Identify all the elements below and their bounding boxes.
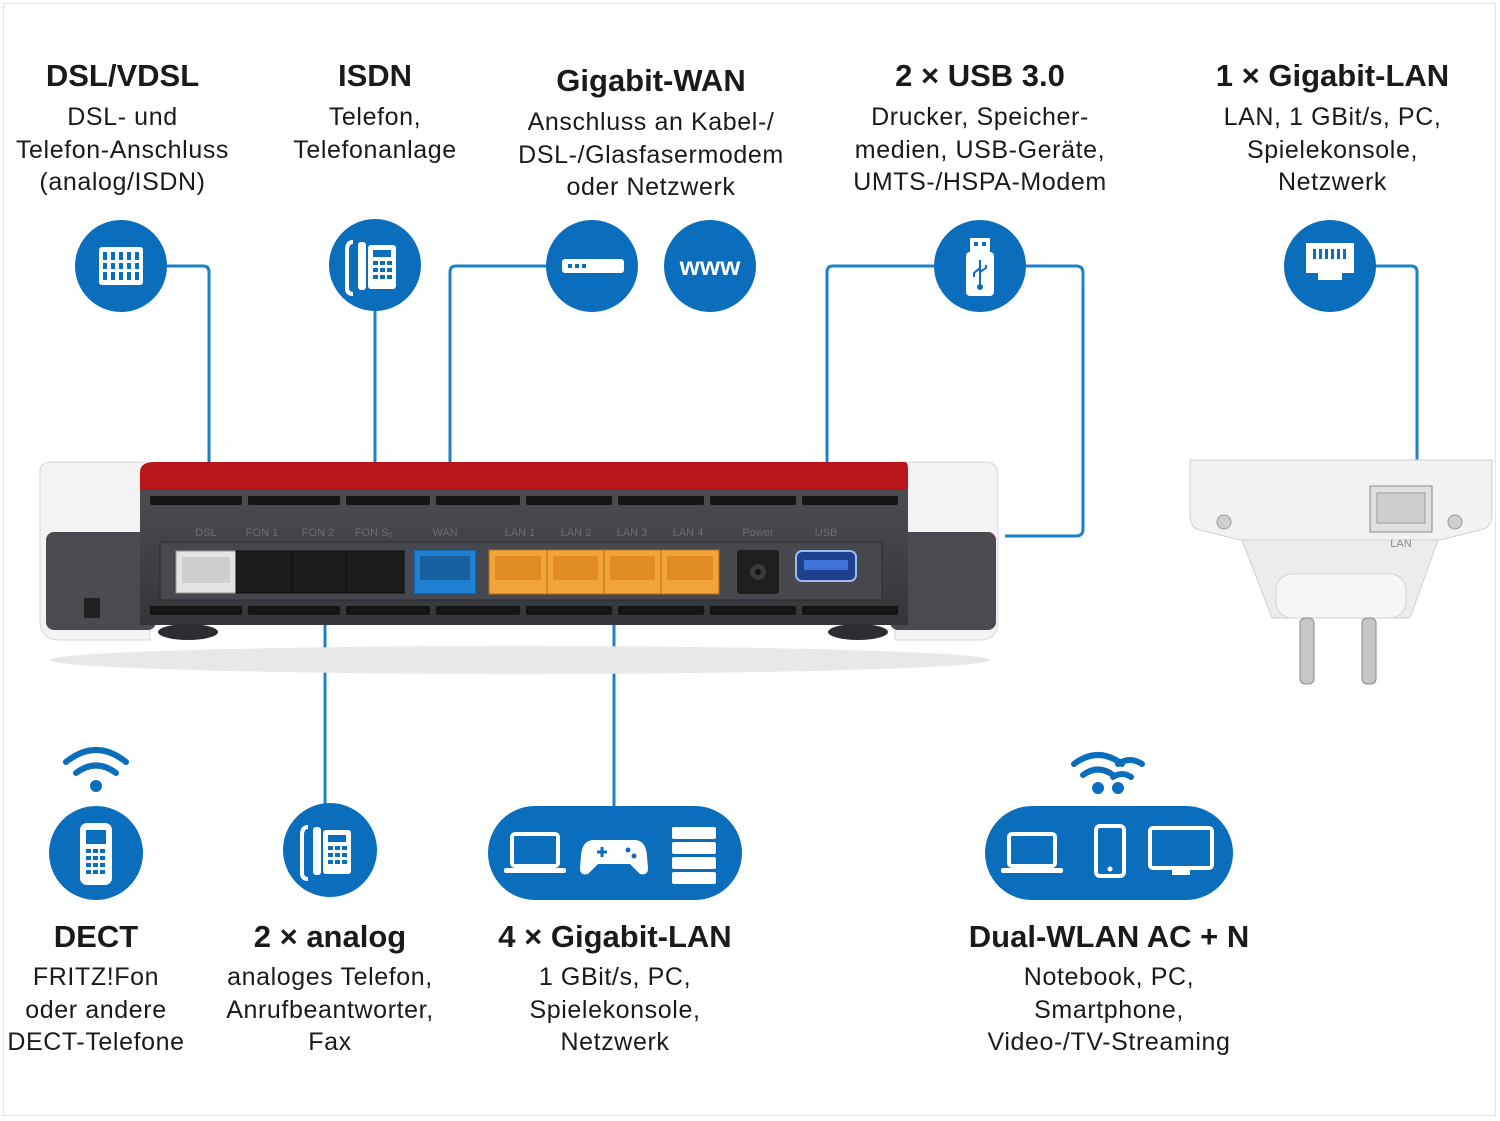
wlan-desc-line: Video-/TV-Streaming [987,1028,1231,1056]
lan-desc-line: 1 GBit/s, PC, [538,963,692,991]
repeater-lan-desc-line: LAN, 1 GBit/s, PC, [1223,103,1442,131]
wan-desc-line: oder Netzwerk [566,173,736,201]
dsl-desc-line: (analog/ISDN) [39,168,206,196]
dsl-title: DSL/VDSL [45,58,200,93]
modem-icon [546,220,638,312]
smartphone-icon [1094,824,1126,878]
fon-ports [235,550,405,594]
power-port [737,550,779,594]
server-icon [672,827,716,884]
repeater-lan-description: LAN, 1 GBit/s, PC, Spielekonsole, Netzwe… [1200,101,1465,199]
wan-desc-line: Anschluss an Kabel-/ [527,108,775,136]
router-port-label: USB [815,527,838,539]
line-usb-right [1005,264,1085,538]
repeater-device: LAN [1189,459,1493,685]
analog-desc-line: analoges Telefon, [227,963,433,991]
wan-title: Gigabit-WAN [556,63,746,98]
repeater-lan-block: 1 × Gigabit-LAN LAN, 1 GBit/s, PC, Spiel… [1200,58,1465,199]
laptop-icon [1001,832,1063,873]
dect-desc-line: FRITZ!Fon [32,963,160,991]
lan-ports [488,549,720,595]
router-port-label: LAN 2 [561,527,592,539]
lan-desc-line: Spielekonsole, [529,995,701,1024]
usb-stick-icon [934,220,1026,312]
wan-port [413,549,477,595]
isdn-title: ISDN [337,58,413,93]
lan-port-icon [1284,220,1376,312]
dsl-desc-line: Telefon-Anschluss [15,135,230,164]
repeater-lan-desc-line: Spielekonsole, [1246,135,1418,164]
router-port-label: FON 2 [302,527,334,539]
dsl-port-icon [75,220,167,312]
dsl-desc-line: DSL- und [67,103,178,131]
repeater-lan-title: 1 × Gigabit-LAN [1215,58,1450,93]
line-repeater-lan [1372,264,1419,463]
dsl-port [175,550,237,594]
dsl-block: DSL/VDSL DSL- und Telefon-Anschluss (ana… [0,58,245,199]
desk-phone-icon [283,803,377,897]
line-usb-left [825,264,936,512]
router-port-label: WAN [432,527,457,539]
wan-description: Anschluss an Kabel-/ DSL-/Glasfasermodem… [500,106,802,204]
laptop-phone-tv-icon [985,806,1233,900]
wlan-block: Dual-WLAN AC + N Notebook, PC, Smartphon… [950,919,1268,1059]
repeater-lan-desc-line: Netzwerk [1278,168,1387,196]
dual-wifi-signal-icon [1071,752,1145,794]
isdn-desc-line: Telefon, [328,103,422,131]
router-port-label: LAN 4 [673,527,704,539]
line-wan [448,264,548,512]
usb-port [795,550,857,582]
desk-phone-icon [329,219,421,311]
usb-desc-line: Drucker, Speicher- [871,103,1089,131]
router-port-label: FON 1 [246,527,278,539]
dect-description: FRITZ!Fon oder andere DECT-Telefone [0,961,192,1059]
isdn-description: Telefon, Telefonanlage [270,101,480,166]
www-icon: www [664,220,756,312]
isdn-desc-line: Telefonanlage [293,135,457,164]
dect-block: DECT FRITZ!Fon oder andere DECT-Telefone [0,919,192,1059]
router-port-label: Power [742,527,774,539]
usb-desc-line: medien, USB-Geräte, [854,135,1106,164]
usb-block: 2 × USB 3.0 Drucker, Speicher- medien, U… [835,58,1125,199]
laptop-gamepad-server-icon [488,806,742,900]
router-port-label: DSL [195,527,216,539]
dect-desc-line: DECT-Telefone [7,1028,185,1056]
tv-icon [1148,826,1214,875]
gamepad-icon [580,840,648,875]
analog-title: 2 × analog [253,919,407,954]
dect-title: DECT [53,919,139,954]
analog-desc-line: Fax [308,1028,352,1056]
analog-desc-line: Anrufbeantworter, [226,995,434,1024]
wlan-description: Notebook, PC, Smartphone, Video-/TV-Stre… [950,961,1268,1059]
wifi-signal-icon [63,747,129,792]
wan-block: Gigabit-WAN Anschluss an Kabel-/ DSL-/Gl… [500,63,802,204]
isdn-block: ISDN Telefon, Telefonanlage [270,58,480,166]
cordless-phone-icon [49,806,143,900]
lan-description: 1 GBit/s, PC, Spielekonsole, Netzwerk [480,961,750,1059]
dsl-description: DSL- und Telefon-Anschluss (analog/ISDN) [0,101,245,199]
line-dsl [140,264,211,512]
router-port-label: LAN 3 [617,527,648,539]
wlan-title: Dual-WLAN AC + N [968,919,1250,954]
wan-desc-line: DSL-/Glasfasermodem [518,140,784,169]
dect-desc-line: oder andere [25,995,167,1024]
www-icon-text: www [679,251,741,281]
wlan-desc-line: Notebook, PC, [1023,963,1195,991]
lan-title: 4 × Gigabit-LAN [498,919,732,954]
router-port-label: FON S₀ [355,527,393,539]
analog-block: 2 × analog analoges Telefon, Anrufbeantw… [205,919,455,1059]
router-device: DSL FON 1 FON 2 FON S₀ WAN LAN 1 LAN 2 L… [39,461,999,674]
analog-description: analoges Telefon, Anrufbeantworter, Fax [205,961,455,1059]
lan-block: 4 × Gigabit-LAN 1 GBit/s, PC, Spielekons… [480,919,750,1059]
lan-desc-line: Netzwerk [560,1028,670,1056]
usb-desc-line: UMTS-/HSPA-Modem [853,168,1107,196]
wlan-desc-line: Smartphone, [1034,995,1184,1024]
router-port-label: LAN 1 [505,527,536,539]
usb-title: 2 × USB 3.0 [895,58,1065,93]
repeater-lan-label: LAN [1390,538,1411,550]
laptop-icon [504,832,566,873]
usb-description: Drucker, Speicher- medien, USB-Geräte, U… [835,101,1125,199]
